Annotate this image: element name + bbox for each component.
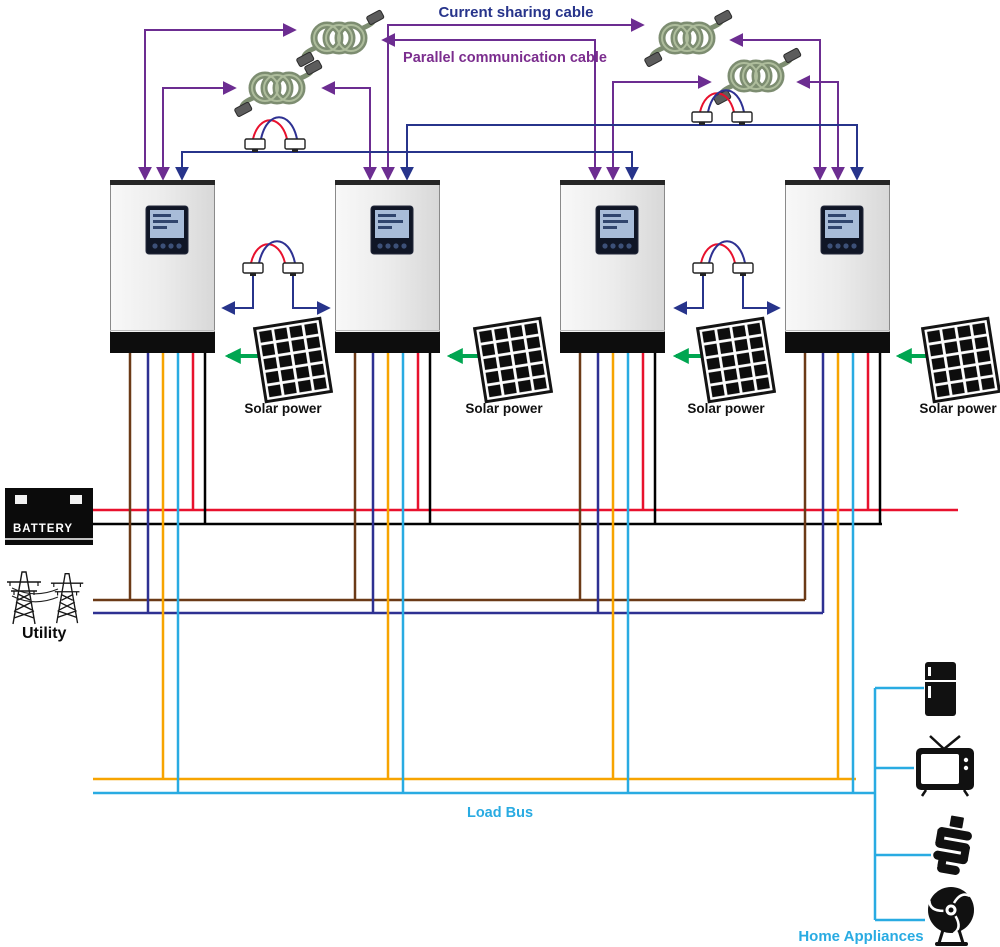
current-sharing-connector-pair-4 <box>692 240 754 277</box>
tv-icon <box>916 735 974 797</box>
current-sharing-connector-pair-3 <box>242 240 304 277</box>
cfl-bulb-icon <box>933 815 972 875</box>
current-sharing-cable-label: Current sharing cable <box>438 4 593 21</box>
solar-power-label-1: Solar power <box>244 401 322 416</box>
inverter-unit-3 <box>559 179 666 354</box>
communication-cable-icon-1 <box>296 10 384 67</box>
solar-panel-1 <box>253 316 333 404</box>
battery-label: BATTERY <box>13 523 73 535</box>
solar-power-label-2: Solar power <box>465 401 543 416</box>
utility-line-wires <box>93 353 807 602</box>
battery-icon: BATTERY <box>5 488 93 545</box>
refrigerator-icon <box>925 662 956 716</box>
utility-label: Utility <box>22 625 67 642</box>
inverter-unit-4 <box>784 179 891 354</box>
solar-power-label-4: Solar power <box>919 401 997 416</box>
solar-panel-3 <box>696 316 776 404</box>
communication-cable-icon-2 <box>234 60 322 117</box>
load-bus-wires <box>93 353 931 922</box>
load-line-wires <box>93 353 856 781</box>
home-appliances-label: Home Appliances <box>798 928 923 945</box>
load-bus-label: Load Bus <box>467 805 533 821</box>
solar-power-label-3: Solar power <box>687 401 765 416</box>
communication-cable-icon-3 <box>644 10 732 67</box>
solar-panel-2 <box>473 316 553 404</box>
parallel-communication-cable-label: Parallel communication cable <box>403 50 607 66</box>
utility-icon <box>6 571 84 625</box>
fan-icon <box>928 887 974 946</box>
current-sharing-connector-pair-1 <box>244 116 306 153</box>
parallel-communication-wires <box>138 18 845 181</box>
utility-neutral-wires <box>93 353 825 615</box>
battery-positive-wires <box>93 353 958 512</box>
inverter-unit-2 <box>334 179 441 354</box>
inverter-unit-1 <box>109 179 216 354</box>
current-sharing-wires <box>175 124 864 315</box>
solar-panel-4 <box>921 316 1000 404</box>
battery-negative-wires <box>93 353 882 526</box>
